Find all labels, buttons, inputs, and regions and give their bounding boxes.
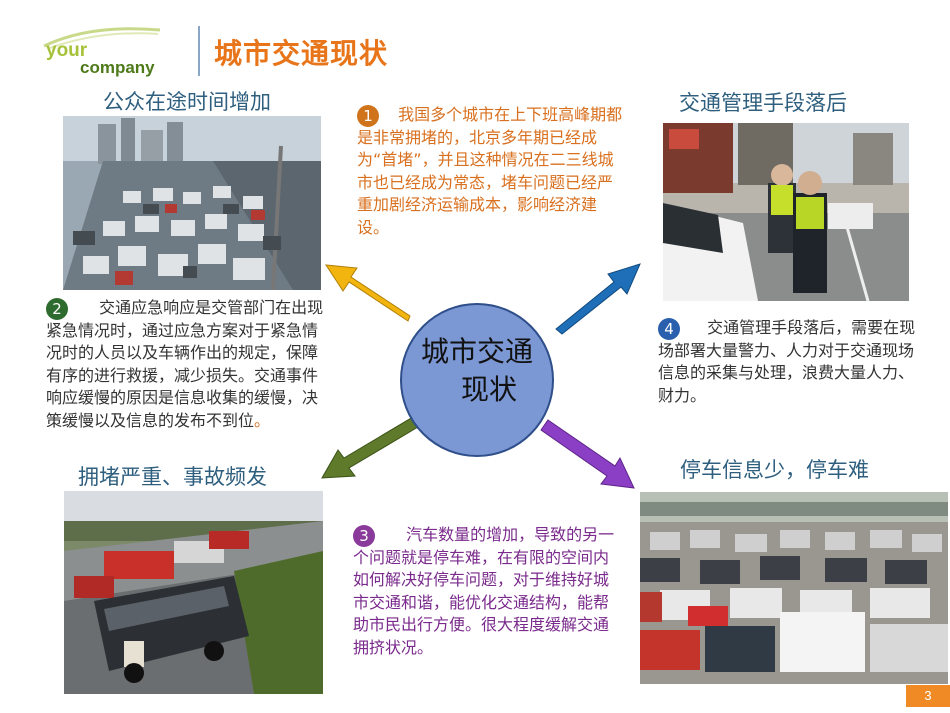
- paragraph-emergency: 2 交通应急响应是交管部门在出现紧急情况时，通过应急方案对于紧急情况时的人员以及…: [46, 297, 326, 432]
- parking-lot-photo: [640, 492, 948, 684]
- paragraph-parking: 3 汽车数量的增加，导致的另一个问题就是停车难，在有限的空间内如何解决好停车问题…: [353, 524, 623, 659]
- heading-congestion-accidents: 拥堵严重、事故频发: [78, 465, 267, 489]
- logo-swoosh-icon: [43, 27, 161, 49]
- center-circle: [400, 303, 554, 457]
- logo-text-company: company: [80, 58, 155, 77]
- number-badge-1: 1: [357, 104, 379, 127]
- paragraph-parking-text: 汽车数量的增加，导致的另一个问题就是停车难，在有限的空间内如何解决好停车问题，对…: [353, 525, 615, 657]
- arrow-up-left-icon: [325, 264, 411, 322]
- center-label-line2: 现状: [460, 373, 517, 406]
- arrow-up-right-icon: [555, 263, 641, 335]
- center-label: 城市交通 现状: [400, 333, 554, 409]
- paragraph-management-text: 交通管理手段落后，需要在现场部署大量警力、人力对于交通现场信息的采集与处理，浪费…: [658, 318, 916, 405]
- logo-text-your: your: [46, 40, 88, 61]
- page-number: 3: [906, 685, 950, 707]
- bus-accident-photo: [64, 491, 323, 694]
- arrow-down-left-icon: [321, 416, 419, 479]
- traffic-jam-photo: [63, 116, 321, 290]
- number-badge-3: 3: [353, 524, 375, 547]
- number-badge-2: 2: [46, 297, 68, 320]
- traffic-police-photo: [663, 123, 909, 301]
- paragraph-commute: 1 我国多个城市在上下班高峰期都是非常拥堵的，北京多年期已经成为“首堵”，并且这…: [357, 104, 625, 239]
- paragraph-commute-text: 我国多个城市在上下班高峰期都是非常拥堵的，北京多年期已经成为“首堵”，并且这种情…: [357, 105, 623, 237]
- center-label-line1: 城市交通: [420, 335, 533, 368]
- paragraph-emergency-text: 交通应急响应是交管部门在出现紧急情况时，通过应急方案对于紧急情况时的人员以及车辆…: [46, 298, 324, 430]
- paragraph-management: 4 交通管理手段落后，需要在现场部署大量警力、人力对于交通现场信息的采集与处理，…: [658, 317, 920, 407]
- heading-parking: 停车信息少，停车难: [680, 458, 869, 482]
- heading-commute-time: 公众在途时间增加: [103, 90, 271, 114]
- number-badge-4: 4: [658, 317, 680, 340]
- page-title: 城市交通现状: [214, 37, 389, 70]
- header-divider: [198, 26, 200, 76]
- arrow-down-right-icon: [540, 419, 635, 489]
- heading-management: 交通管理手段落后: [679, 91, 847, 115]
- paragraph-emergency-suffix: 。: [254, 410, 271, 430]
